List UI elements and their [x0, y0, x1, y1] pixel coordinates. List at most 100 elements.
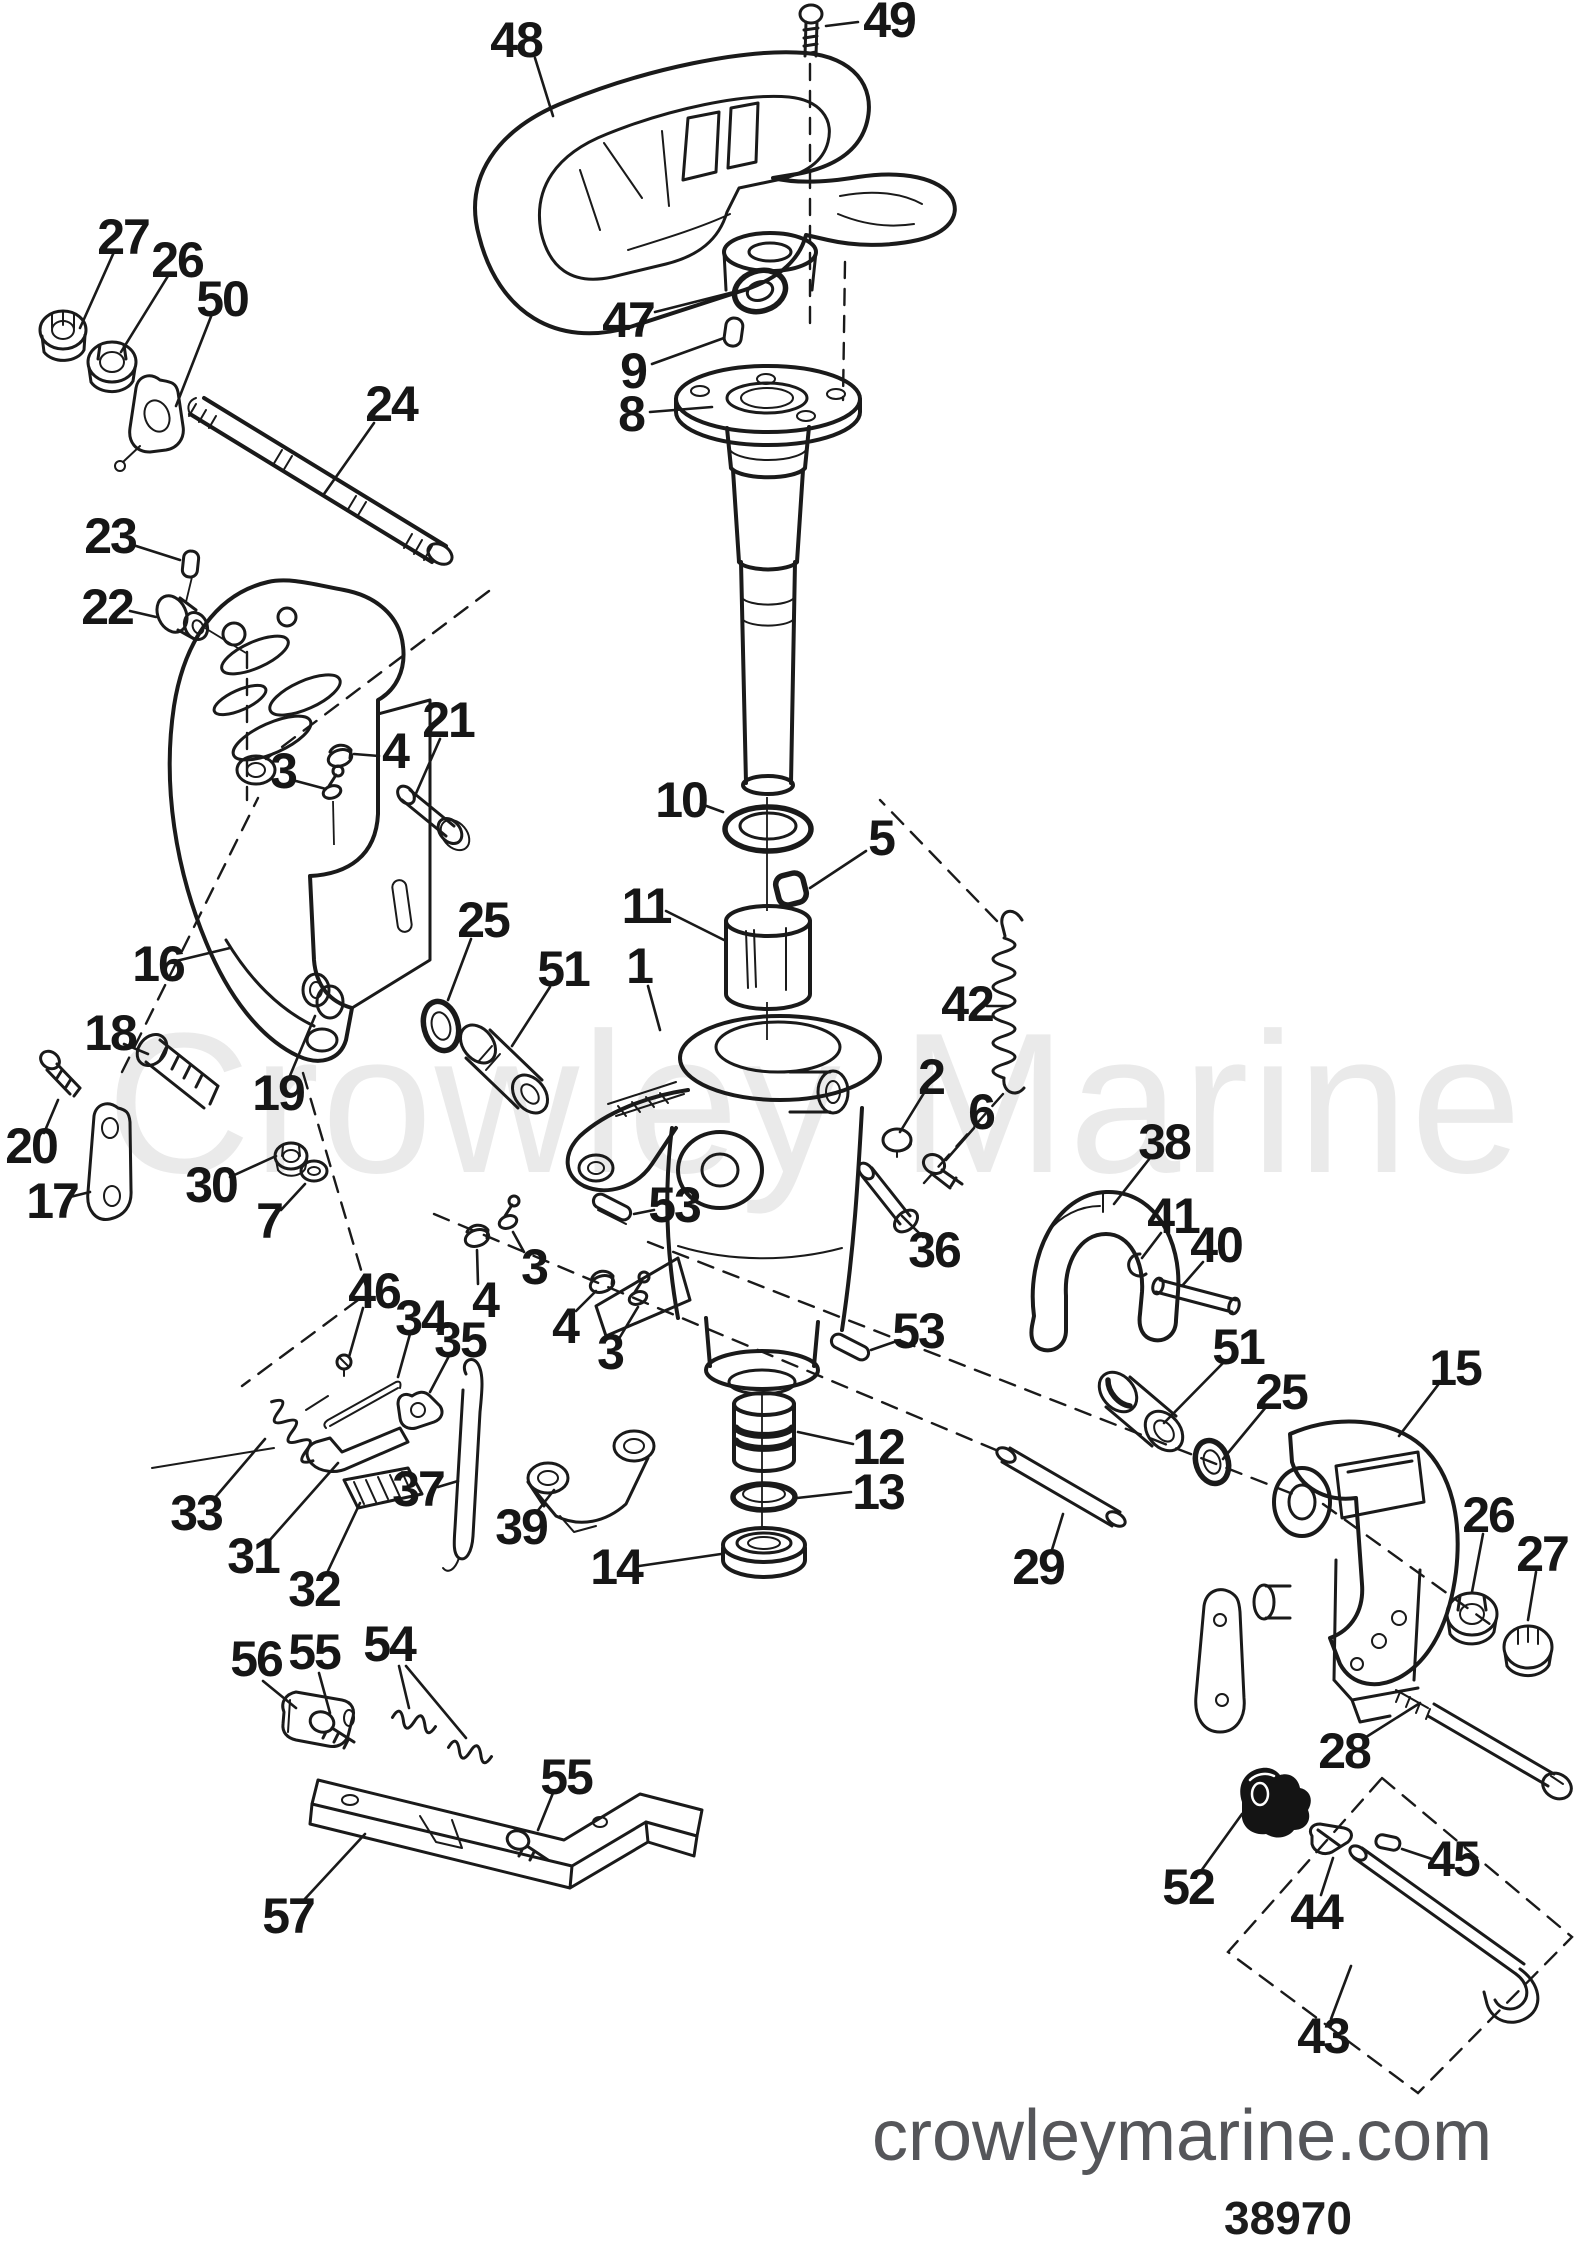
leader-45 — [1400, 1847, 1434, 1861]
part-label-11: 11 — [622, 878, 672, 934]
leader-2 — [898, 1091, 926, 1134]
part-11-bushing — [724, 904, 812, 1011]
part-label-18: 18 — [84, 1005, 137, 1061]
leader-8 — [648, 405, 714, 414]
leader-53 — [632, 1208, 656, 1216]
part-label-51-2: 51 — [1212, 1319, 1265, 1375]
part-53-pin-b — [829, 1332, 871, 1362]
leader-25 — [446, 937, 473, 1002]
leader-9 — [650, 336, 726, 366]
part-label-13: 13 — [852, 1464, 904, 1520]
part-20-bolt — [39, 1049, 82, 1098]
part-25-washer-left — [420, 998, 462, 1054]
part-17-clamp-pad — [86, 1102, 133, 1221]
kit-boundary-box — [1226, 1776, 1574, 2095]
leader-15 — [1397, 1383, 1440, 1438]
part-49-screw — [798, 3, 824, 58]
leader-6 — [944, 1126, 976, 1162]
part-47-seal — [731, 267, 789, 315]
part-51-bushing-left — [458, 1023, 550, 1115]
part-39-bracket — [526, 1429, 656, 1533]
part-56-pad — [281, 1690, 356, 1748]
part-label-33: 33 — [170, 1485, 222, 1541]
leader-28 — [1361, 1701, 1422, 1741]
leader-29 — [1049, 1512, 1065, 1555]
part-label-19: 19 — [252, 1065, 304, 1121]
leader-55 — [317, 1671, 332, 1715]
leader-56 — [261, 1679, 298, 1710]
part-4-cap-a — [326, 743, 354, 768]
leader-32 — [325, 1501, 362, 1575]
part-label-38: 38 — [1138, 1114, 1191, 1170]
center-line-8 — [301, 1071, 369, 1292]
part-44-wedge — [1308, 1822, 1353, 1856]
center-line-7 — [646, 1240, 1295, 1496]
leader-3-3 — [618, 1305, 640, 1339]
part-16-transom-bracket-port — [167, 578, 432, 1063]
leader-17 — [68, 1190, 92, 1199]
leader-31 — [267, 1461, 340, 1543]
part-22-bushing — [155, 594, 210, 642]
center-line-9 — [240, 1298, 360, 1388]
part-label-22: 22 — [81, 579, 133, 635]
part-46-screw — [335, 1353, 353, 1377]
part-45-pin — [1374, 1833, 1402, 1852]
part-label-53-2: 53 — [892, 1303, 944, 1359]
part-label-34: 34 — [395, 1290, 449, 1346]
part-25-washer-right — [1192, 1437, 1232, 1487]
leader-19 — [287, 1014, 317, 1080]
part-37-wire-link — [442, 1358, 484, 1572]
leader-11 — [664, 909, 726, 942]
part-label-10: 10 — [655, 772, 707, 828]
part-label-51: 51 — [537, 941, 590, 997]
leader-34 — [396, 1332, 412, 1379]
leader-lines — [42, 20, 1538, 2021]
website-text: crowleymarine.com — [872, 2096, 1492, 2176]
leader-33 — [211, 1437, 267, 1502]
leader-4-2 — [475, 1248, 480, 1286]
part-label-48: 48 — [490, 12, 543, 68]
part-label-15: 15 — [1429, 1340, 1482, 1396]
leader-18 — [122, 1042, 150, 1056]
watermark-text: Crowley Marine — [106, 992, 1523, 1215]
leader-26-2 — [1470, 1532, 1485, 1594]
leader-4 — [352, 752, 381, 758]
part-41-clip — [1127, 1252, 1148, 1278]
part-label-5: 5 — [868, 810, 895, 866]
part-40-pin — [1151, 1276, 1241, 1316]
part-label-16: 16 — [132, 936, 184, 992]
leader-25-2 — [1221, 1405, 1268, 1461]
part-32-grip — [342, 1466, 424, 1510]
part-31-latch — [305, 1426, 410, 1473]
leader-20 — [42, 1098, 60, 1135]
part-29-tube — [995, 1446, 1127, 1528]
leader-44 — [1319, 1856, 1335, 1897]
leader-30 — [228, 1154, 278, 1179]
part-label-23: 23 — [84, 508, 136, 564]
center-line-2 — [841, 260, 847, 402]
part-label-53: 53 — [648, 1177, 700, 1233]
part-label-54: 54 — [363, 1616, 417, 1672]
part-6-screw — [921, 1152, 964, 1190]
connector-line-1 — [185, 576, 193, 603]
leader-13 — [795, 1490, 853, 1500]
leader-12 — [796, 1430, 855, 1446]
leader-24 — [322, 421, 376, 496]
part-label-25-2: 25 — [1255, 1364, 1308, 1420]
part-26-nut-left — [86, 340, 138, 394]
center-lines — [120, 62, 1500, 1632]
part-label-4-3: 4 — [552, 1298, 580, 1354]
leader-38 — [1112, 1156, 1152, 1206]
part-label-20: 20 — [5, 1118, 57, 1174]
part-34-link — [323, 1380, 402, 1429]
part-label-12: 12 — [852, 1419, 904, 1475]
part-label-37: 37 — [392, 1461, 444, 1517]
connector-line-2 — [204, 627, 247, 654]
part-label-45: 45 — [1427, 1831, 1480, 1887]
part-27-locknut-left — [38, 309, 88, 362]
part-label-27: 27 — [97, 209, 149, 265]
part-23-pin — [180, 549, 201, 579]
part-30-nut — [273, 1141, 309, 1177]
leader-4-3 — [574, 1289, 598, 1313]
